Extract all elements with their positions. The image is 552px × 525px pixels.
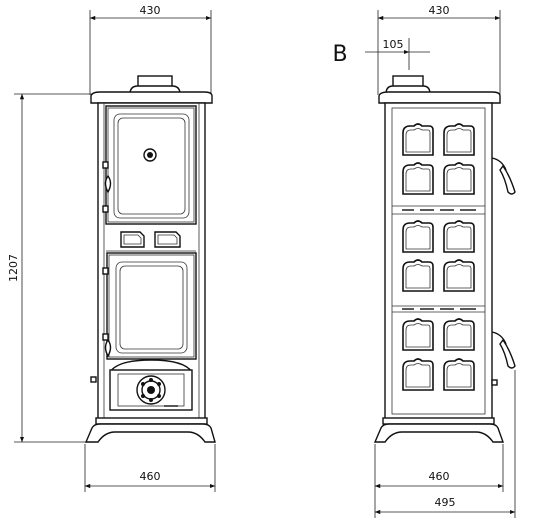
tile-4	[443, 162, 475, 195]
tile-inner-2	[446, 128, 472, 153]
tile-inner-10	[446, 323, 472, 348]
tile-inner-1	[405, 128, 431, 153]
tile-inner-11	[405, 363, 431, 388]
tile-inner-7	[405, 264, 431, 289]
tile-12	[443, 358, 475, 391]
side-vent-slots	[402, 209, 476, 310]
tile-inner-9	[405, 323, 431, 348]
front-base	[84, 417, 216, 443]
side-body	[384, 102, 493, 420]
front-view: 430 1207 460	[7, 4, 216, 492]
front-top-width-dimension: 430	[89, 4, 212, 95]
side-base-width-label: 460	[429, 470, 450, 483]
side-top-width-dimension: 430	[377, 4, 501, 95]
front-base-width-dimension: 460	[84, 444, 216, 492]
front-lower-door	[102, 252, 197, 360]
side-tile-grid	[402, 123, 475, 391]
tile-6	[443, 220, 475, 253]
front-base-width-label: 460	[140, 470, 161, 483]
tile-3	[402, 162, 434, 195]
tile-1	[402, 123, 434, 156]
side-top-width-label: 430	[429, 4, 450, 17]
side-view: 430 B 105	[332, 4, 516, 518]
flue-offset-dimension: B 105	[332, 38, 430, 70]
flue-marker-label: B	[332, 42, 347, 67]
tile-11	[402, 358, 434, 391]
side-base	[373, 417, 504, 443]
front-ash-drawer	[90, 359, 193, 411]
front-top-width-label: 430	[140, 4, 161, 17]
side-base-width-dimension: 460	[374, 444, 504, 518]
tile-10	[443, 318, 475, 351]
flue-offset-label: 105	[383, 38, 404, 51]
tile-inner-8	[446, 264, 472, 289]
side-top-cap	[378, 91, 501, 104]
tile-inner-12	[446, 363, 472, 388]
tile-7	[402, 259, 434, 292]
front-top-cap	[90, 91, 213, 104]
front-middle-panels	[106, 231, 196, 252]
tile-inner-6	[446, 225, 472, 250]
side-total-depth-label: 495	[435, 496, 456, 509]
tile-9	[402, 318, 434, 351]
side-upper-handle	[491, 157, 516, 195]
tile-inner-3	[405, 167, 431, 192]
tile-5	[402, 220, 434, 253]
front-upper-door	[102, 105, 197, 225]
tile-8	[443, 259, 475, 292]
front-height-label: 1207	[7, 254, 20, 282]
front-height-dimension: 1207	[7, 93, 92, 443]
tile-inner-4	[446, 167, 472, 192]
side-lower-handle	[491, 331, 516, 386]
tile-2	[443, 123, 475, 156]
tile-inner-5	[405, 225, 431, 250]
side-total-depth-dimension: 495	[374, 370, 516, 518]
